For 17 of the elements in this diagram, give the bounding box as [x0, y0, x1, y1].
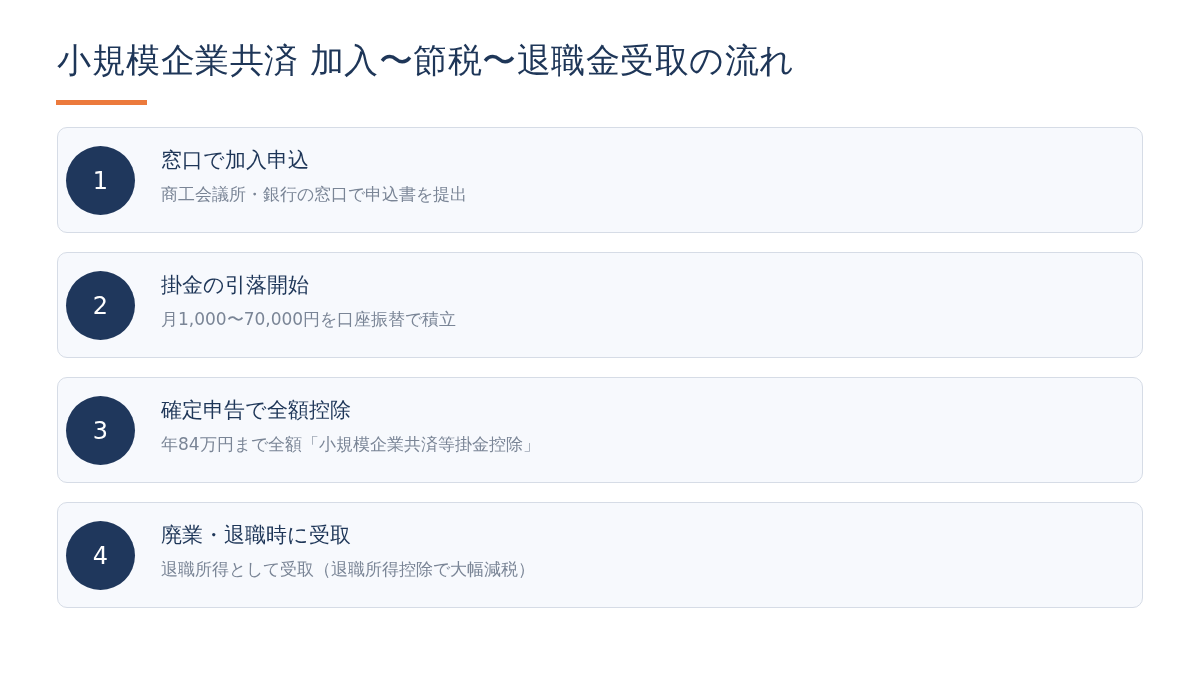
step-description: 月1,000〜70,000円を口座振替で積立 — [161, 308, 457, 331]
step-title: 掛金の引落開始 — [161, 272, 309, 299]
diagram-title: 小規模企業共済 加入〜節税〜退職金受取の流れ — [57, 39, 795, 82]
step-description: 商工会議所・銀行の窓口で申込書を提出 — [161, 183, 467, 206]
step-number-circle: 4 — [66, 521, 135, 590]
step-number-circle: 2 — [66, 271, 135, 340]
step-card — [57, 377, 1143, 483]
step-description: 年84万円まで全額「小規模企業共済等掛金控除」 — [161, 433, 540, 456]
step-number-circle: 3 — [66, 396, 135, 465]
step-number-circle: 1 — [66, 146, 135, 215]
step-title: 確定申告で全額控除 — [161, 397, 351, 424]
step-description: 退職所得として受取（退職所得控除で大幅減税） — [161, 558, 535, 581]
step-title: 窓口で加入申込 — [161, 147, 309, 174]
step-title: 廃業・退職時に受取 — [161, 522, 351, 549]
step-card — [57, 127, 1143, 233]
step-card — [57, 252, 1143, 358]
step-card — [57, 502, 1143, 608]
